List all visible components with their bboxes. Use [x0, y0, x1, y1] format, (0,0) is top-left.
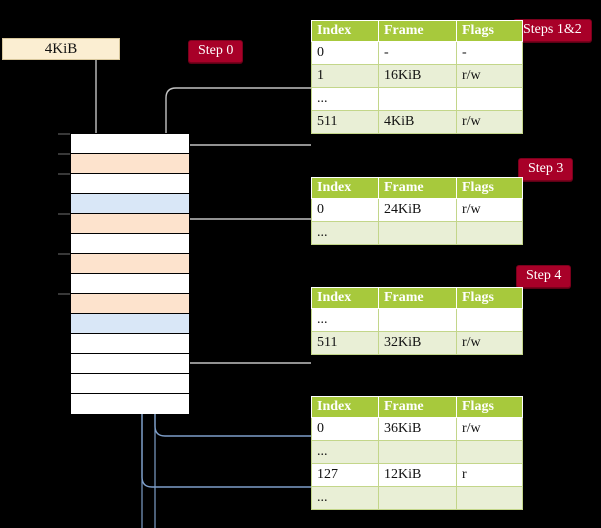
- cell-flags: r/w: [456, 110, 523, 134]
- column-header-flags: Flags: [456, 287, 523, 309]
- cell-index: ...: [311, 308, 379, 332]
- cell-flags: [456, 221, 523, 245]
- cell-index: 511: [311, 110, 379, 134]
- cell-index: ...: [311, 486, 379, 510]
- column-header-frame: Frame: [378, 177, 457, 199]
- column-header-index: Index: [311, 287, 379, 309]
- cell-frame: [378, 87, 457, 111]
- column-header-frame: Frame: [378, 396, 457, 418]
- cell-frame: 32KiB: [378, 331, 457, 355]
- cell-frame: 24KiB: [378, 198, 457, 222]
- cell-index: ...: [311, 221, 379, 245]
- wire-step4: [168, 296, 311, 364]
- badge-step-3: Step 3: [518, 158, 574, 181]
- grid-left-ticks: [58, 133, 70, 295]
- badge-step-0: Step 0: [188, 40, 244, 63]
- column-header-flags: Flags: [456, 396, 523, 418]
- cell-frame: 4KiB: [378, 110, 457, 134]
- memory-frame-row-1: [71, 154, 189, 174]
- memory-frame-row-12: [71, 374, 189, 394]
- column-header-flags: Flags: [456, 20, 523, 42]
- physical-memory-grid: [70, 133, 190, 414]
- cell-index: 0: [311, 417, 379, 441]
- cell-index: 127: [311, 463, 379, 487]
- wire-steps12: [165, 87, 311, 154]
- cell-frame: [378, 486, 457, 510]
- cell-frame: [378, 440, 457, 464]
- memory-frame-row-0: [71, 134, 189, 154]
- source-frame-box: 4KiB: [2, 38, 120, 60]
- column-header-index: Index: [311, 20, 379, 42]
- memory-frame-row-10: [71, 334, 189, 354]
- cell-flags: [456, 486, 523, 510]
- cell-frame: [378, 221, 457, 245]
- memory-frame-row-13: [71, 394, 189, 414]
- wire-table1-511: [174, 144, 311, 214]
- table-row: ...: [311, 486, 523, 510]
- column-header-frame: Frame: [378, 287, 457, 309]
- table-row: ...: [311, 87, 523, 111]
- badge-step-4: Step 4: [516, 265, 572, 288]
- cell-flags: [456, 308, 523, 332]
- badge-steps-1-2: Steps 1&2: [513, 19, 592, 42]
- cell-frame: [378, 308, 457, 332]
- source-frame-label: 4KiB: [44, 40, 78, 57]
- table-row: ...: [311, 308, 523, 332]
- cell-index: 0: [311, 198, 379, 222]
- cell-frame: 16KiB: [378, 64, 457, 88]
- memory-frame-row-8: [71, 294, 189, 314]
- cell-frame: 36KiB: [378, 417, 457, 441]
- memory-frame-row-5: [71, 234, 189, 254]
- table-row: ...: [311, 440, 523, 464]
- cell-flags: r/w: [456, 198, 523, 222]
- cell-flags: -: [456, 41, 523, 65]
- column-header-flags: Flags: [456, 177, 523, 199]
- wire-step3: [174, 218, 311, 254]
- memory-frame-row-9: [71, 314, 189, 334]
- memory-frame-row-2: [71, 174, 189, 194]
- column-header-index: Index: [311, 396, 379, 418]
- column-header-index: Index: [311, 177, 379, 199]
- table-row: ...: [311, 221, 523, 245]
- cell-flags: r: [456, 463, 523, 487]
- cell-index: 0: [311, 41, 379, 65]
- cell-flags: [456, 87, 523, 111]
- memory-frame-row-7: [71, 274, 189, 294]
- memory-frame-row-3: [71, 194, 189, 214]
- memory-frame-row-4: [71, 214, 189, 234]
- memory-frame-row-6: [71, 254, 189, 274]
- cell-flags: [456, 440, 523, 464]
- grid-column-guides: [141, 414, 156, 528]
- cell-index: 1: [311, 64, 379, 88]
- cell-index: ...: [311, 87, 379, 111]
- cell-index: 511: [311, 331, 379, 355]
- cell-flags: r/w: [456, 331, 523, 355]
- column-header-frame: Frame: [378, 20, 457, 42]
- cell-flags: r/w: [456, 417, 523, 441]
- memory-frame-row-11: [71, 354, 189, 374]
- cell-index: ...: [311, 440, 379, 464]
- cell-flags: r/w: [456, 64, 523, 88]
- cell-frame: 12KiB: [378, 463, 457, 487]
- table-row: 0--: [311, 41, 523, 65]
- cell-frame: -: [378, 41, 457, 65]
